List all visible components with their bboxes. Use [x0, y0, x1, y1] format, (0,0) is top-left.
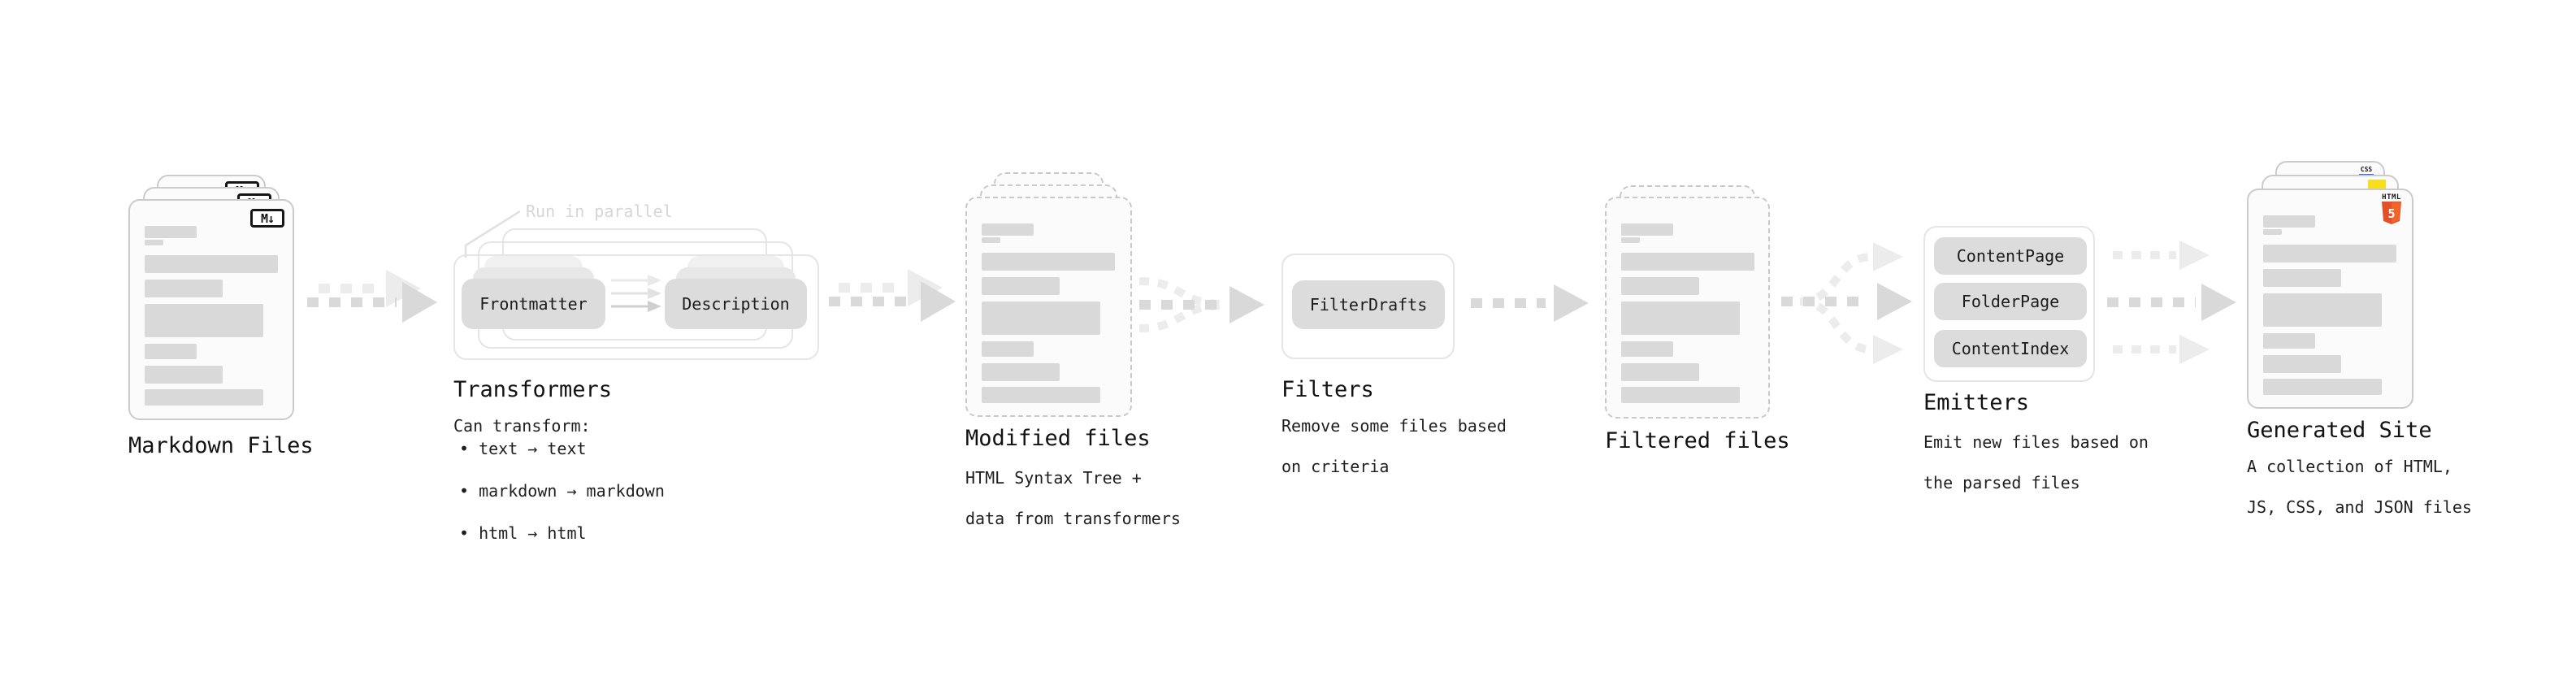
emitter-node-contentindex: ContentIndex	[1934, 330, 2087, 367]
transformer-node-description: Description	[665, 279, 807, 329]
document-text-line	[2263, 229, 2282, 235]
emitters-box	[1923, 226, 2095, 382]
document-text-line	[1621, 387, 1740, 403]
document-text-line	[145, 255, 278, 273]
document-text-line	[2263, 293, 2382, 327]
document-text-line	[145, 280, 223, 297]
transformers-caption: Can transform:	[453, 416, 591, 436]
document-text-line	[982, 237, 1000, 243]
flow-arrow-emitters-to-generated	[2107, 241, 2236, 364]
document-text-line	[2263, 215, 2315, 228]
document-text-line	[145, 240, 163, 245]
stage-title-modified-files: Modified files	[965, 426, 1151, 451]
transformer-layer-box	[453, 254, 819, 360]
document-text-line	[1621, 237, 1640, 243]
flow-arrow-filters-to-filtered	[1471, 284, 1589, 322]
caption-line: JS, CSS, and JSON files	[2247, 497, 2472, 517]
js-badge-icon	[2368, 180, 2386, 189]
document-text-line	[1621, 363, 1699, 381]
svg-text:5: 5	[2387, 206, 2395, 221]
filter-node-filterdrafts: FilterDrafts	[1292, 280, 1445, 329]
caption-line: Remove some files based	[1281, 416, 1507, 436]
generated-site-caption: A collection of HTML, JS, CSS, and JSON …	[2247, 457, 2472, 518]
emitter-node-contentpage: ContentPage	[1934, 237, 2087, 275]
document-text-line	[982, 387, 1100, 403]
document-card	[1605, 197, 1770, 419]
filters-caption: Remove some files based on criteria	[1281, 416, 1507, 477]
transformer-node-frontmatter: Frontmatter	[462, 279, 605, 329]
stage-title-filtered-files: Filtered files	[1605, 428, 1790, 453]
emitters-caption: Emit new files based on the parsed files	[1923, 432, 2149, 493]
document-text-line	[1621, 253, 1754, 271]
run-in-parallel-note: Run in parallel	[526, 202, 673, 221]
caption-line: A collection of HTML,	[2247, 457, 2452, 476]
caption-line: HTML Syntax Tree +	[965, 468, 1142, 488]
document-text-line	[1621, 301, 1740, 335]
stage-title-filters: Filters	[1281, 377, 1374, 402]
transformers-bullets: • text → text • markdown → markdown • ht…	[459, 438, 665, 544]
flow-arrow-modified-to-filters-merge	[1138, 277, 1264, 332]
document-text-line	[2263, 333, 2315, 349]
document-text-line	[2263, 245, 2396, 262]
html5-badge-label: HTML	[2382, 193, 2401, 202]
document-text-line	[982, 253, 1115, 271]
document-text-line	[145, 304, 263, 337]
document-text-line	[982, 277, 1060, 295]
caption-line: data from transformers	[965, 509, 1181, 528]
flow-arrow-markdown-to-transformers	[307, 270, 437, 323]
document-text-line	[145, 366, 223, 384]
html5-icon: HTML 5	[2381, 194, 2402, 229]
bullet-text-to-text: • text → text	[459, 439, 587, 458]
stage-title-transformers: Transformers	[453, 377, 613, 402]
stage-title-generated-site: Generated Site	[2247, 418, 2432, 443]
document-text-line	[982, 223, 1034, 236]
css-badge-label: CSS	[2360, 166, 2373, 173]
document-card	[965, 197, 1132, 417]
bullet-html-to-html: • html → html	[459, 523, 587, 543]
document-text-line	[1621, 341, 1673, 357]
document-text-line	[982, 341, 1034, 357]
filters-box	[1281, 254, 1455, 359]
document-text-line	[145, 389, 263, 406]
caption-line: the parsed files	[1923, 473, 2080, 492]
stage-title-markdown-files: Markdown Files	[128, 433, 314, 458]
document-card: M↓	[128, 199, 294, 420]
document-text-line	[1621, 277, 1699, 295]
flow-arrow-filtered-to-emitters-split	[1781, 242, 1912, 364]
caption-line: on criteria	[1281, 457, 1390, 476]
document-text-line	[2263, 379, 2382, 395]
emitter-node-folderpage: FolderPage	[1934, 283, 2087, 320]
document-text-line	[982, 363, 1060, 381]
document-text-line	[1621, 223, 1673, 236]
caption-line: Emit new files based on	[1923, 432, 2149, 452]
document-text-line	[145, 226, 197, 238]
stage-title-emitters: Emitters	[1923, 390, 2030, 415]
flow-arrow-transformers-to-modified	[829, 269, 956, 322]
bullet-markdown-to-markdown: • markdown → markdown	[459, 481, 665, 501]
markdown-icon: M↓	[250, 209, 284, 228]
document-text-line	[982, 301, 1100, 335]
document-text-line	[2263, 269, 2341, 287]
html5-shield: 5	[2382, 202, 2401, 224]
modified-files-caption: HTML Syntax Tree + data from transformer…	[965, 468, 1181, 529]
document-text-line	[145, 344, 197, 359]
document-text-line	[2263, 355, 2341, 373]
document-card: HTML 5	[2247, 189, 2413, 409]
